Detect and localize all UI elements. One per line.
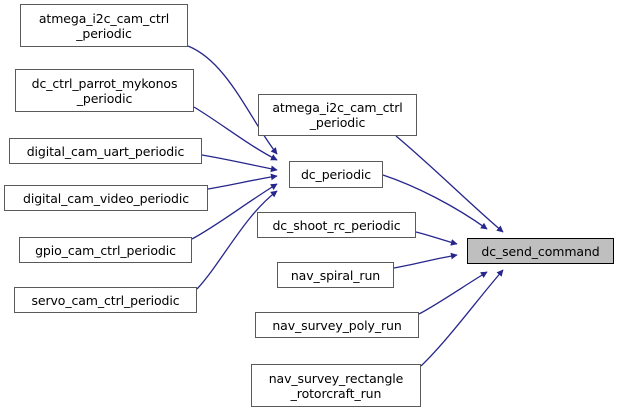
call-edge xyxy=(393,252,458,269)
graph-node-dc_shoot_rc_periodic[interactable]: dc_shoot_rc_periodic xyxy=(257,212,416,238)
graph-node-dc_periodic[interactable]: dc_periodic xyxy=(289,161,383,188)
graph-node-digital_cam_uart_periodic[interactable]: digital_cam_uart_periodic xyxy=(9,138,202,164)
call-edge xyxy=(207,173,278,190)
graph-node-dc_send_command[interactable]: dc_send_command xyxy=(467,238,614,264)
graph-node-nav_survey_poly_run[interactable]: nav_survey_poly_run xyxy=(255,312,419,338)
call-edge xyxy=(193,106,278,161)
graph-node-nav_spiral_run[interactable]: nav_spiral_run xyxy=(277,262,394,288)
edge-paths xyxy=(187,45,504,367)
call-edge xyxy=(201,154,278,173)
graph-node-nav_survey_rectangle_rotorcraft_run[interactable]: nav_survey_rectangle _rotorcraft_run xyxy=(251,364,421,407)
graph-node-atmega_mid[interactable]: atmega_i2c_cam_ctrl _periodic xyxy=(258,94,417,136)
call-edge xyxy=(418,271,488,315)
graph-node-dc_ctrl_parrot_mykonos_periodic[interactable]: dc_ctrl_parrot_mykonos _periodic xyxy=(15,69,194,112)
call-edge xyxy=(382,174,488,230)
call-edge xyxy=(187,45,278,155)
graph-node-digital_cam_video_periodic[interactable]: digital_cam_video_periodic xyxy=(4,185,208,211)
call-edge xyxy=(415,231,458,246)
call-edge xyxy=(420,269,504,367)
graph-node-servo_cam_ctrl_periodic[interactable]: servo_cam_ctrl_periodic xyxy=(14,287,197,313)
call-edge xyxy=(196,190,278,290)
graph-node-gpio_cam_ctrl_periodic[interactable]: gpio_cam_ctrl_periodic xyxy=(19,237,192,263)
call-edge xyxy=(191,183,278,240)
graph-node-atmega_left[interactable]: atmega_i2c_cam_ctrl _periodic xyxy=(20,4,188,47)
call-edge xyxy=(395,135,504,233)
